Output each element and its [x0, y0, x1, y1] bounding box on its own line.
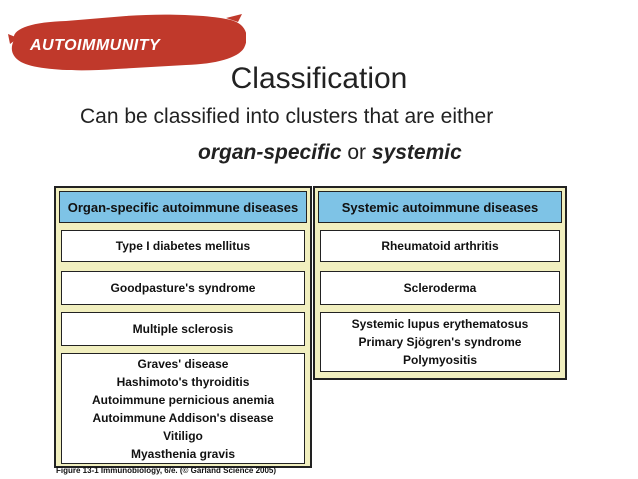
disease-item: Myasthenia gravis	[130, 446, 236, 461]
disease-item: Type I diabetes mellitus	[115, 239, 251, 253]
disease-item: Autoimmune Addison's disease	[92, 410, 274, 425]
badge-label: AUTOIMMUNITY	[30, 37, 161, 54]
disease-item: Vitiligo	[163, 428, 203, 443]
systemic-box-2: Scleroderma	[320, 271, 560, 305]
disease-item: Goodpasture's syndrome	[110, 281, 256, 295]
organ-box-2: Goodpasture's syndrome	[61, 271, 305, 305]
term-organ-specific: organ-specific	[198, 141, 342, 164]
badge-shape	[11, 14, 246, 71]
subtitle-connector: or	[341, 141, 372, 164]
disease-item: Primary Sjögren's syndrome	[358, 335, 522, 349]
subtitle-line1: Can be classified into clusters that are…	[80, 105, 494, 128]
disease-item: Polymyositis	[402, 353, 478, 367]
disease-item: Systemic lupus erythematosus	[351, 317, 529, 331]
page-title: Classification	[230, 62, 408, 95]
subtitle-line2: organ-specific or systemic	[198, 141, 462, 165]
organ-box-3: Multiple sclerosis	[61, 312, 305, 346]
systemic-box-1: Rheumatoid arthritis	[320, 230, 560, 262]
disease-item: Hashimoto's thyroiditis	[116, 374, 250, 389]
disease-item: Scleroderma	[403, 281, 477, 295]
systemic-box-3: Systemic lupus erythematosus Primary Sjö…	[320, 312, 560, 372]
term-systemic: systemic	[371, 141, 462, 164]
disease-item: Rheumatoid arthritis	[381, 239, 499, 253]
organ-box-1: Type I diabetes mellitus	[61, 230, 305, 262]
systemic-column: Systemic autoimmune diseases Rheumatoid …	[313, 186, 567, 380]
organ-box-4: Graves' disease Hashimoto's thyroiditis …	[61, 353, 305, 464]
figure-caption: Figure 13-1 Immunobiology, 6/e. (© Garla…	[56, 466, 277, 475]
organ-specific-heading: Organ-specific autoimmune diseases	[59, 191, 307, 223]
disease-item: Graves' disease	[137, 356, 229, 371]
organ-specific-column: Organ-specific autoimmune diseases Type …	[54, 186, 312, 468]
disease-item: Multiple sclerosis	[132, 322, 234, 336]
systemic-heading: Systemic autoimmune diseases	[318, 191, 562, 223]
autoimmunity-badge	[8, 14, 246, 71]
disease-item: Autoimmune pernicious anemia	[91, 392, 275, 407]
